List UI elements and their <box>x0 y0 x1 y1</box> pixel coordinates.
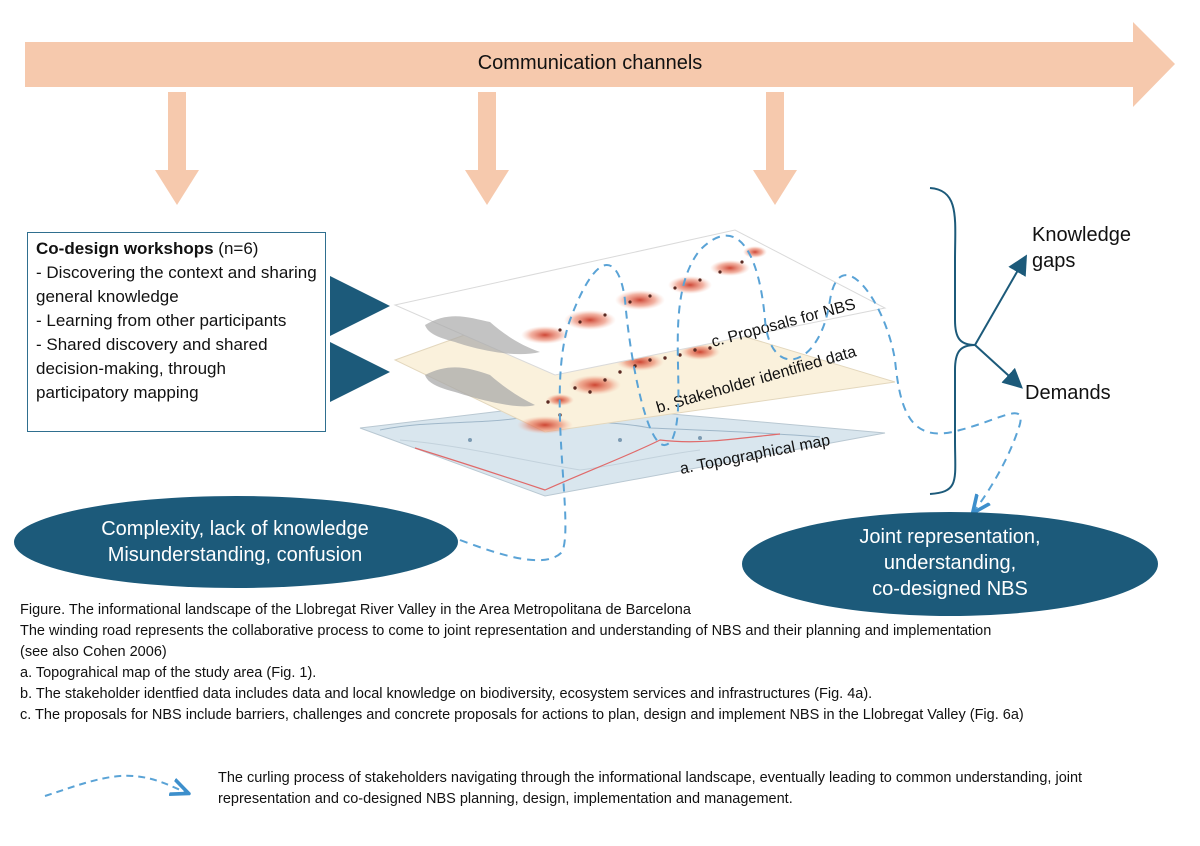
arrow-to-knowledge-gaps <box>974 254 1027 346</box>
left-oval-line1: Complexity, lack of knowledge <box>101 518 369 540</box>
communication-channels-label: Communication channels <box>477 52 703 74</box>
workshop-item-3: - Shared discovery and shared decision-m… <box>36 335 268 402</box>
caption-line-3: (see also Cohen 2006) <box>20 644 167 660</box>
caption-line-2: The winding road represents the collabor… <box>20 623 992 639</box>
workshop-title-bold: Co-design workshops <box>36 239 214 258</box>
left-oval <box>14 496 458 588</box>
right-oval-line3: co-designed NBS <box>872 578 1028 600</box>
down-arrow-2 <box>465 92 509 205</box>
communication-channels-arrow <box>25 22 1175 107</box>
right-oval-line2: understanding, <box>883 552 1017 574</box>
left-oval-line2: Misunderstanding, confusion <box>107 544 363 566</box>
outcomes-brace <box>929 187 976 495</box>
workshop-item-1: - Discovering the context and sharing ge… <box>36 263 317 306</box>
right-oval-line1: Joint representation, <box>859 526 1041 548</box>
knowledge-gaps-label: Knowledge gaps <box>1032 224 1131 272</box>
left-oval-text: Complexity, lack of knowledge Misunderst… <box>40 516 430 568</box>
down-arrow-1 <box>155 92 199 205</box>
demands-label: Demands <box>1025 382 1111 404</box>
right-oval-text: Joint representation, understanding, co-… <box>760 524 1140 602</box>
caption-line-4: a. Topograhical map of the study area (F… <box>20 665 317 681</box>
caption-line-5: b. The stakeholder identfied data includ… <box>20 686 873 702</box>
co-design-workshops-box: Co-design workshops (n=6) - Discovering … <box>27 232 326 432</box>
legend-dashed-line <box>44 774 185 797</box>
arrow-to-demands <box>974 344 1023 389</box>
caption-line-6: c. The proposals for NBS include barrier… <box>20 707 1024 723</box>
figure-caption: Figure. The informational landscape of t… <box>20 600 1190 726</box>
right-oval <box>742 512 1158 616</box>
caption-line-1: Figure. The informational landscape of t… <box>20 602 691 618</box>
down-arrow-3 <box>753 92 797 205</box>
layer-c-proposals-nbs <box>393 229 887 376</box>
workshop-title-suffix: (n=6) <box>213 239 259 258</box>
legend-text: The curling process of stakeholders navi… <box>218 770 1083 807</box>
workshop-title: Co-design workshops (n=6) <box>36 237 317 261</box>
winding-process-path <box>459 234 1022 562</box>
workshop-item-2: - Learning from other participants <box>36 311 287 330</box>
